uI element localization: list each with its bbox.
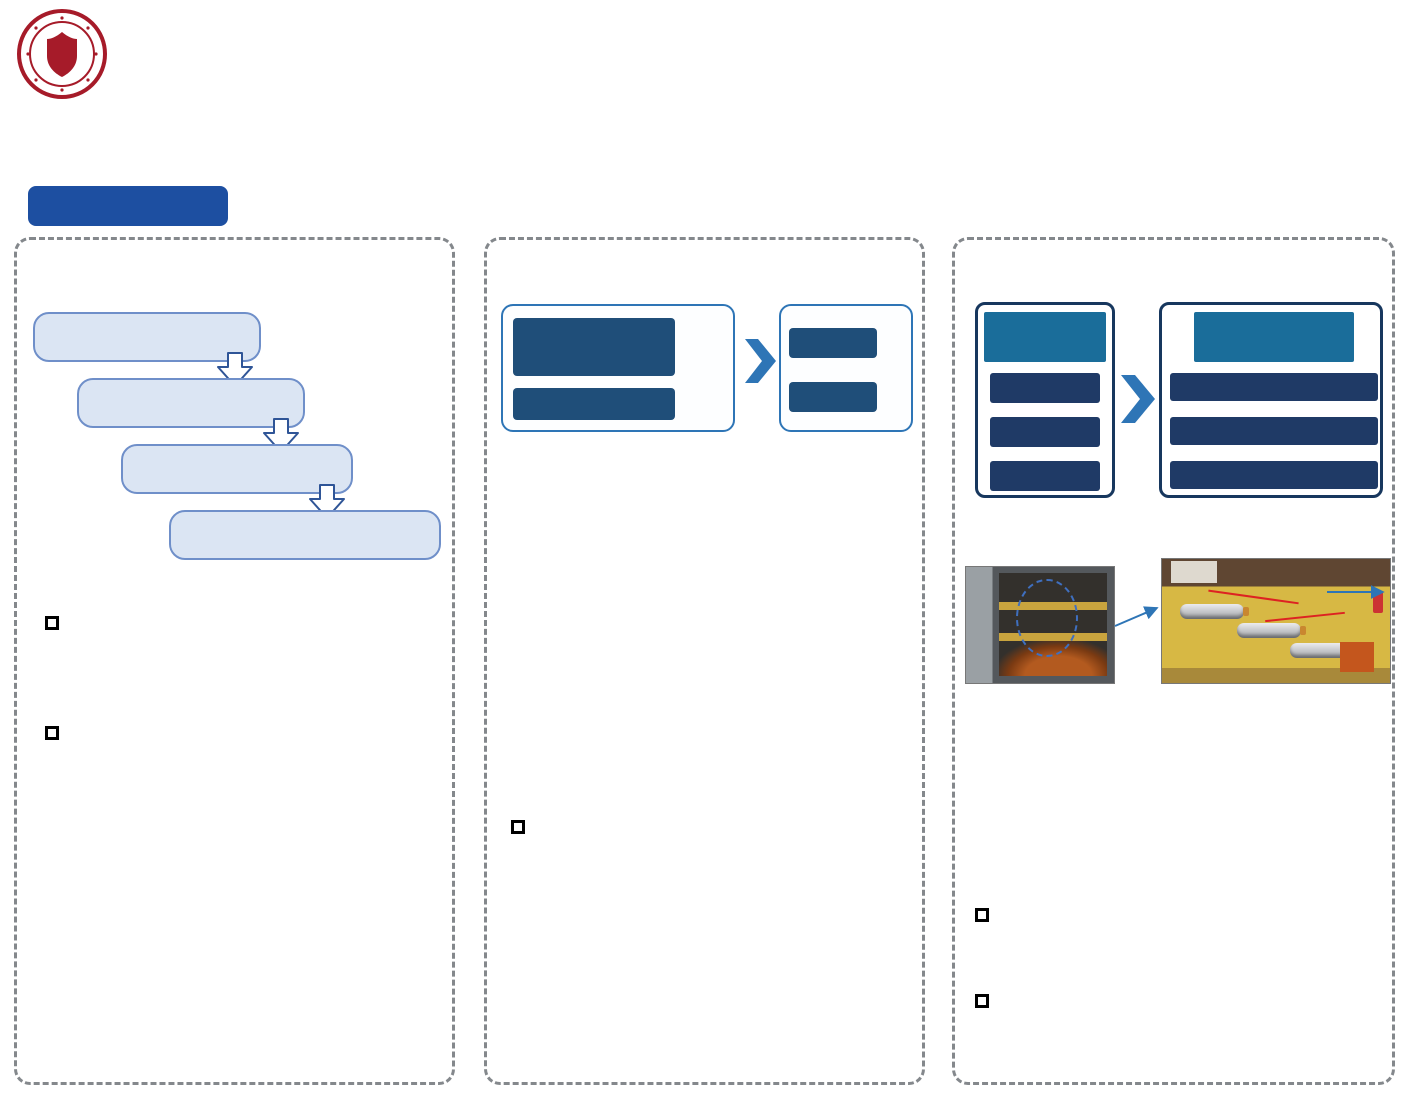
voltage-comparison-chart xyxy=(63,790,435,938)
bullet-soh-accuracy xyxy=(973,900,1385,922)
strategy-group-header xyxy=(1194,312,1354,362)
incubator-photo xyxy=(965,566,1115,684)
chevron-right-icon xyxy=(1121,375,1155,423)
bullet-soc-accuracy xyxy=(509,812,917,834)
soc-method-data-driven xyxy=(513,388,675,420)
bullet-text xyxy=(73,608,429,630)
temperature-comparison-chart xyxy=(63,932,435,1080)
flow-arrow-down-icon xyxy=(309,484,345,519)
bullet-charging-improvement xyxy=(973,986,1385,1008)
flow-box-arrhenius-coupling xyxy=(121,444,353,494)
results-badge xyxy=(28,186,228,226)
aging-item-li-plating xyxy=(990,417,1100,447)
flow-box-electrochemical-modeling xyxy=(33,312,261,362)
aging-group-header xyxy=(984,312,1106,362)
bullet-checkbox-icon xyxy=(975,908,989,922)
orange-board xyxy=(1339,642,1375,672)
bullet-checkbox-icon xyxy=(45,616,59,630)
panel-electrochemical-thermal-model xyxy=(14,237,455,1085)
fusion-strategy-group xyxy=(779,304,913,432)
bullet-text xyxy=(73,718,429,740)
aging-item-sei xyxy=(990,373,1100,403)
fusion-neural-network xyxy=(789,328,877,358)
red-clip xyxy=(1373,591,1384,614)
validation-set-prediction-chart xyxy=(707,888,907,1076)
flow-arrow-down-icon xyxy=(217,352,253,387)
panel-soc-estimation xyxy=(484,237,925,1085)
bullet-checkbox-icon xyxy=(511,820,525,834)
strategy-item-pso-9d xyxy=(1170,461,1378,489)
bullet-text xyxy=(539,812,907,834)
train-set-prediction-chart xyxy=(501,888,701,1076)
sjtu-seal-icon xyxy=(17,9,107,99)
battery-photo-box xyxy=(1171,561,1217,583)
battery-photo xyxy=(1161,558,1391,684)
soc-method-ckf xyxy=(513,318,675,376)
aging-mechanism-group xyxy=(975,302,1115,498)
highlight-ellipse xyxy=(1016,578,1079,658)
photo-annotation-arrows xyxy=(1114,585,1385,627)
flow-box-lumped-thermal-model xyxy=(77,378,305,428)
cylindrical-cell xyxy=(1237,623,1306,639)
experiment-voltage-chart xyxy=(967,702,1169,884)
cylindrical-cell xyxy=(1180,603,1249,619)
fusion-weighted xyxy=(789,382,877,412)
fast-charge-strategy-group xyxy=(1159,302,1383,498)
bullet-checkbox-icon xyxy=(45,726,59,740)
aging-item-resistance xyxy=(990,461,1100,491)
strategy-item-loss-function xyxy=(1170,373,1378,401)
soc-method-group xyxy=(501,304,735,432)
bullet-checkbox-icon xyxy=(975,994,989,1008)
experiment-temperature-chart xyxy=(1177,702,1385,884)
fusion-network-diagram xyxy=(495,484,919,796)
panel-charging-strategy-framework xyxy=(952,237,1395,1085)
chevron-right-icon xyxy=(745,339,776,383)
sjtu-logo xyxy=(16,8,120,100)
bullet-voltage-accuracy xyxy=(43,608,449,630)
bullet-text xyxy=(1003,986,1375,1008)
strategy-item-safety-boundary xyxy=(1170,417,1378,445)
bullet-temperature-accuracy xyxy=(43,718,449,740)
flow-box-pso-parameter-identification xyxy=(169,510,441,560)
flow-arrow-down-icon xyxy=(263,418,299,453)
bullet-text xyxy=(1003,900,1375,922)
